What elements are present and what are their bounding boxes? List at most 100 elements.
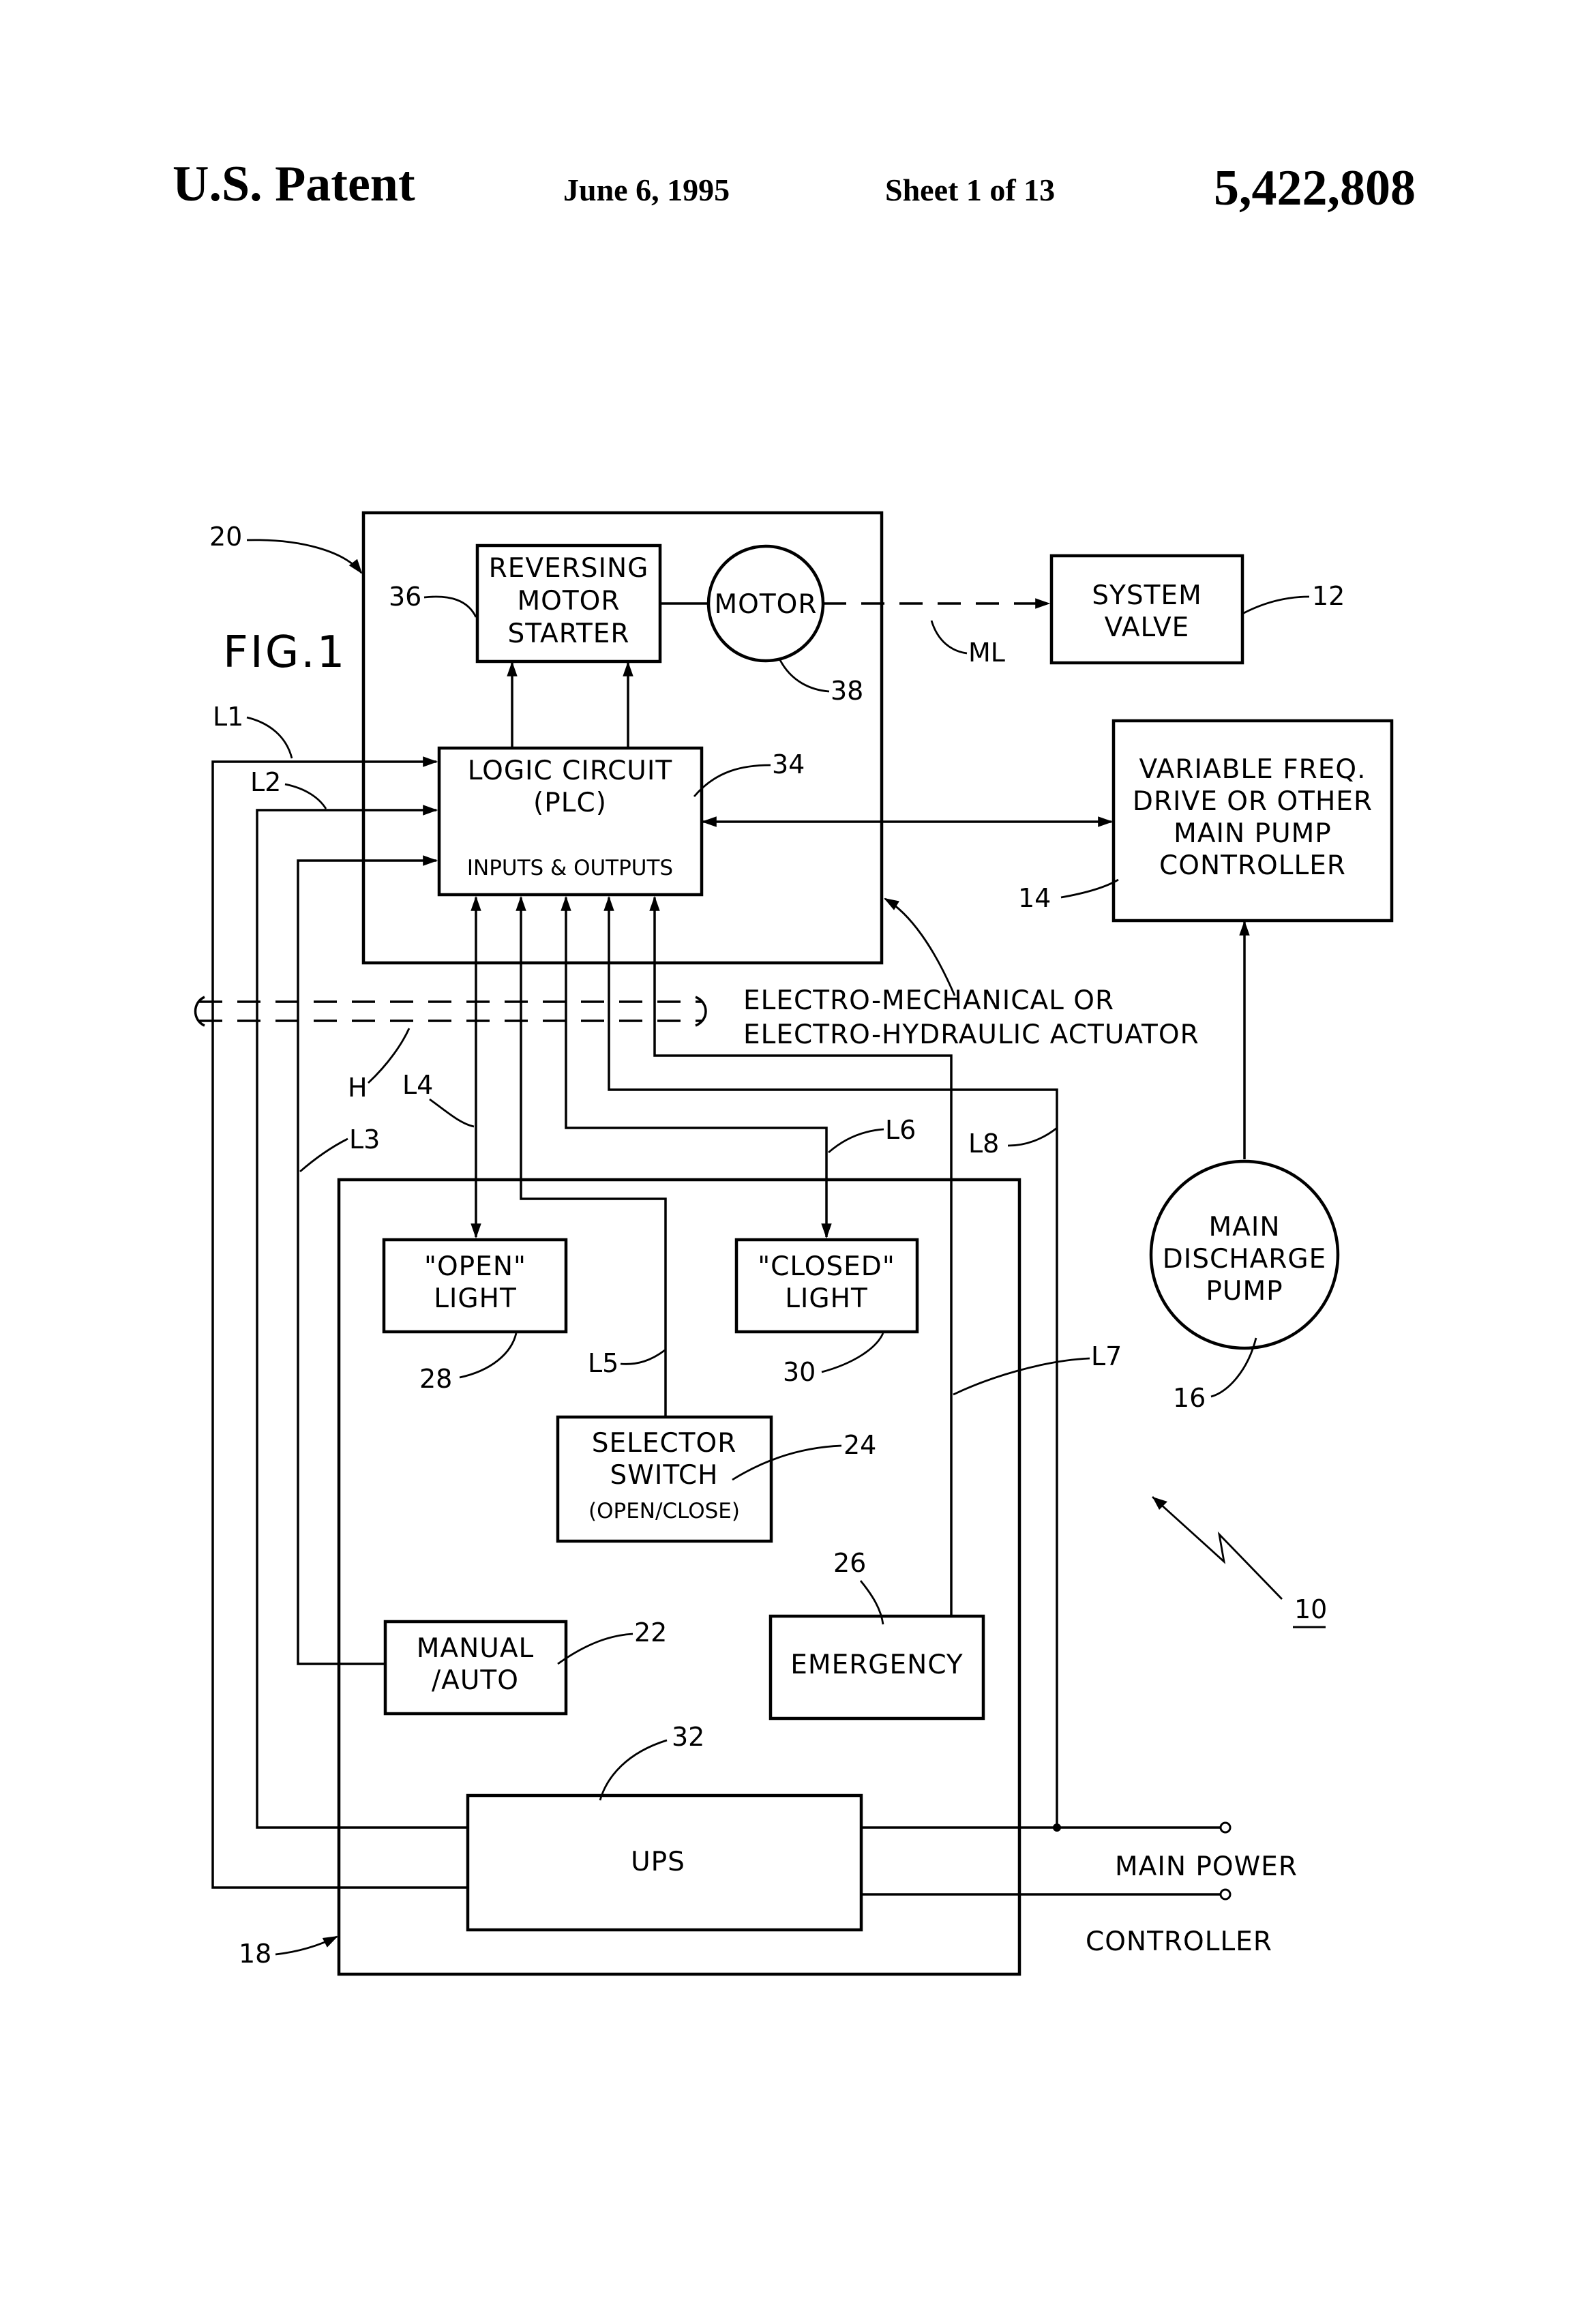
ups-label: UPS xyxy=(631,1847,685,1877)
plc-label-1: LOGIC CIRCUIT xyxy=(468,756,672,786)
leader-l8 xyxy=(1007,1127,1058,1147)
leader-valve xyxy=(1242,595,1310,615)
patent-label: U.S. Patent xyxy=(173,156,415,212)
leader-l7 xyxy=(953,1357,1090,1396)
leader-open-light xyxy=(459,1332,518,1379)
pump-label-2: DISCHARGE xyxy=(1163,1244,1327,1275)
sheet-number: Sheet 1 of 13 xyxy=(885,173,1055,207)
selector-label-2: SWITCH xyxy=(610,1460,719,1491)
leader-ml xyxy=(930,620,968,655)
ref-emergency: 26 xyxy=(833,1548,866,1578)
hydraulic-end-left xyxy=(194,996,205,1027)
wire-l7 xyxy=(649,895,953,1616)
leader-vfd xyxy=(1060,878,1119,899)
ups-box xyxy=(466,1793,863,1932)
actuator-label-2: ELECTRO-HYDRAULIC ACTUATOR xyxy=(743,1019,1199,1050)
leader-emergency xyxy=(859,1580,884,1625)
main-discharge-pump-circle xyxy=(1149,1159,1340,1350)
patent-number: 5,422,808 xyxy=(1214,160,1416,216)
wire-l1 xyxy=(211,756,468,1889)
patent-date: June 6, 1995 xyxy=(563,173,730,207)
system-valve-box xyxy=(1049,554,1244,665)
closed-light-label-2: LIGHT xyxy=(785,1283,868,1314)
selector-label-3: (OPEN/CLOSE) xyxy=(588,1499,740,1523)
leader-ups xyxy=(599,1739,668,1801)
system-ref-zigzag xyxy=(1152,1495,1283,1600)
leader-h xyxy=(368,1028,411,1084)
main-power-terminal-1 xyxy=(1219,1821,1232,1834)
ref-vfd: 14 xyxy=(1018,883,1051,913)
selector-label-1: SELECTOR xyxy=(592,1428,737,1459)
open-light-label-2: LIGHT xyxy=(434,1283,517,1314)
leader-l6 xyxy=(828,1128,884,1154)
ref-closed-light: 30 xyxy=(783,1357,816,1387)
label-l5: L5 xyxy=(588,1348,618,1378)
leader-l5 xyxy=(620,1349,666,1365)
actuator-label-1: ELECTRO-MECHANICAL OR xyxy=(743,985,1114,1016)
controller-label: CONTROLLER xyxy=(1086,1926,1272,1957)
leader-closed-light xyxy=(821,1332,884,1373)
leader-actuator xyxy=(246,539,363,574)
emergency-label: EMERGENCY xyxy=(790,1650,963,1680)
leader-l2 xyxy=(284,783,327,809)
motor-label: MOTOR xyxy=(715,589,818,620)
ref-selector: 24 xyxy=(844,1430,876,1460)
label-l6: L6 xyxy=(885,1115,916,1145)
emergency-box xyxy=(768,1614,985,1720)
manual-auto-label-1: MANUAL xyxy=(417,1633,534,1664)
ref-actuator: 20 xyxy=(209,522,242,552)
wire-l2 xyxy=(256,805,468,1829)
leader-selector xyxy=(732,1444,842,1481)
wire-l3 xyxy=(297,855,438,1665)
label-ml: ML xyxy=(968,638,1005,668)
ref-open-light: 28 xyxy=(419,1364,452,1394)
leader-l1 xyxy=(246,716,293,759)
leader-l3 xyxy=(299,1137,348,1173)
leader-controller-box xyxy=(275,1935,338,1956)
vfd-label-2: DRIVE OR OTHER xyxy=(1133,786,1373,817)
main-power-terminal-2 xyxy=(1219,1888,1232,1901)
label-l4: L4 xyxy=(402,1070,433,1100)
starter-label-3: STARTER xyxy=(507,619,629,649)
pump-label-3: PUMP xyxy=(1206,1276,1283,1307)
ref-plc: 34 xyxy=(772,749,805,779)
closed-light-label-1: "CLOSED" xyxy=(758,1251,895,1282)
vfd-box xyxy=(1111,719,1394,923)
leader-pump xyxy=(1210,1337,1257,1398)
figure-title: FIG.1 xyxy=(223,627,346,678)
ref-manual-auto: 22 xyxy=(634,1618,667,1648)
leader-starter xyxy=(423,595,477,618)
label-l1: L1 xyxy=(213,702,243,732)
leader-motor xyxy=(778,658,830,693)
label-l7: L7 xyxy=(1091,1341,1122,1371)
ref-starter: 36 xyxy=(389,582,421,612)
manual-auto-box xyxy=(383,1620,568,1716)
wire-l8 xyxy=(603,895,1058,1828)
valve-label-1: SYSTEM xyxy=(1092,580,1202,611)
wire-l6 xyxy=(561,895,832,1239)
label-h: H xyxy=(348,1073,368,1103)
ref-pump: 16 xyxy=(1173,1383,1206,1413)
closed-light-box xyxy=(734,1238,919,1334)
vfd-label-4: CONTROLLER xyxy=(1159,850,1346,881)
ref-valve: 12 xyxy=(1312,581,1345,611)
ref-motor: 38 xyxy=(831,676,863,706)
leader-plc xyxy=(693,764,771,797)
valve-label-2: VALVE xyxy=(1105,612,1190,643)
label-l3: L3 xyxy=(349,1124,380,1154)
open-light-label-1: "OPEN" xyxy=(424,1251,526,1282)
vfd-label-3: MAIN PUMP xyxy=(1174,818,1332,849)
starter-label-2: MOTOR xyxy=(518,586,621,616)
system-ref-arrowhead xyxy=(1152,1497,1167,1510)
label-l8: L8 xyxy=(968,1129,999,1159)
plc-label-2: (PLC) xyxy=(533,788,607,818)
patent-header: U.S. Patent June 6, 1995 Sheet 1 of 13 5… xyxy=(173,156,1416,216)
vfd-label-1: VARIABLE FREQ. xyxy=(1139,754,1367,785)
leader-manual-auto xyxy=(557,1633,633,1665)
ref-ups: 32 xyxy=(672,1722,704,1752)
starter-label-1: REVERSING xyxy=(489,553,649,584)
wire-l5 xyxy=(516,895,667,1417)
ref-controller-box: 18 xyxy=(239,1939,271,1969)
plc-label-3: INPUTS & OUTPUTS xyxy=(467,856,673,880)
